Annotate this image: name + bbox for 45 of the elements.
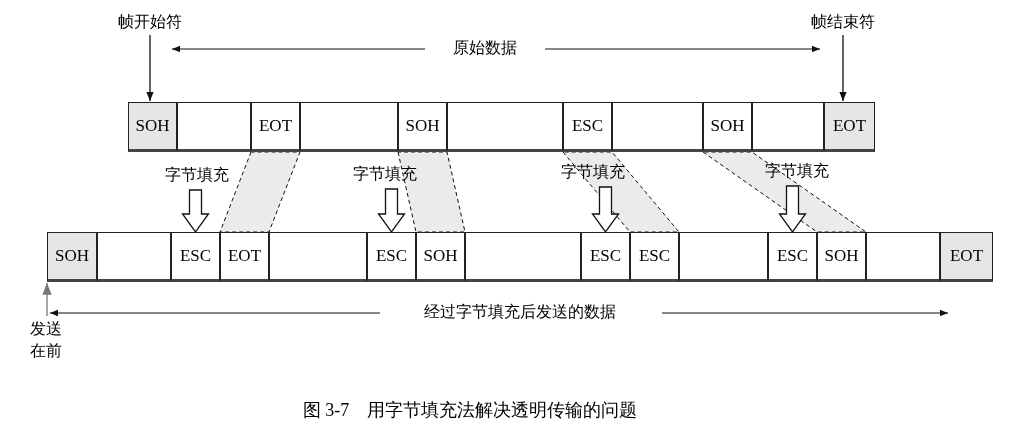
annotation-label: 帧结束符 [811,12,875,33]
annotation-label: 字节填充 [765,161,829,182]
annotation-label: 字节填充 [165,165,229,186]
data-byte-cell [177,102,251,152]
frame-byte-cell: ESC [581,232,630,282]
dashed-mapping-band [219,151,301,233]
frame-byte-cell: EOT [940,232,993,282]
dashed-mapping-band [397,151,466,233]
frame-byte-cell: ESC [768,232,817,282]
frame-byte-cell: SOH [416,232,465,282]
data-byte-cell [447,102,563,152]
frame-byte-cell: EOT [220,232,269,282]
figure-caption: 图 3-7 用字节填充法解决透明传输的问题 [302,399,638,422]
frame-byte-cell: ESC [630,232,679,282]
annotation-label: 字节填充 [561,162,625,183]
arrow [839,34,847,102]
annotation-label: 帧开始符 [118,12,182,33]
frame-byte-cell: ESC [171,232,220,282]
data-byte-cell [752,102,824,152]
hollow-arrow [377,188,406,234]
data-byte-cell [612,102,703,152]
annotation-label: 发送在前 [30,318,64,362]
arrow [42,282,52,317]
dimension-label: 原始数据 [453,38,517,58]
frame-byte-cell: SOH [47,232,97,282]
dimension-label: 经过字节填充后发送的数据 [424,302,616,322]
data-byte-cell [300,102,398,152]
hollow-arrow [181,189,210,234]
annotation-label: 字节填充 [353,164,417,185]
frame-byte-cell: SOH [398,102,447,152]
data-byte-cell [97,232,171,282]
frame-byte-cell: SOH [128,102,177,152]
frame-byte-cell: ESC [367,232,416,282]
frame-byte-cell: SOH [703,102,752,152]
frame-byte-cell: SOH [817,232,866,282]
data-byte-cell [679,232,768,282]
data-byte-cell [465,232,581,282]
frame-byte-cell: ESC [563,102,612,152]
hollow-arrow [778,185,807,234]
data-byte-cell [269,232,367,282]
frame-byte-cell: EOT [251,102,300,152]
frame-byte-cell: EOT [824,102,875,152]
arrow [146,34,154,102]
data-byte-cell [866,232,940,282]
hollow-arrow [591,186,620,234]
